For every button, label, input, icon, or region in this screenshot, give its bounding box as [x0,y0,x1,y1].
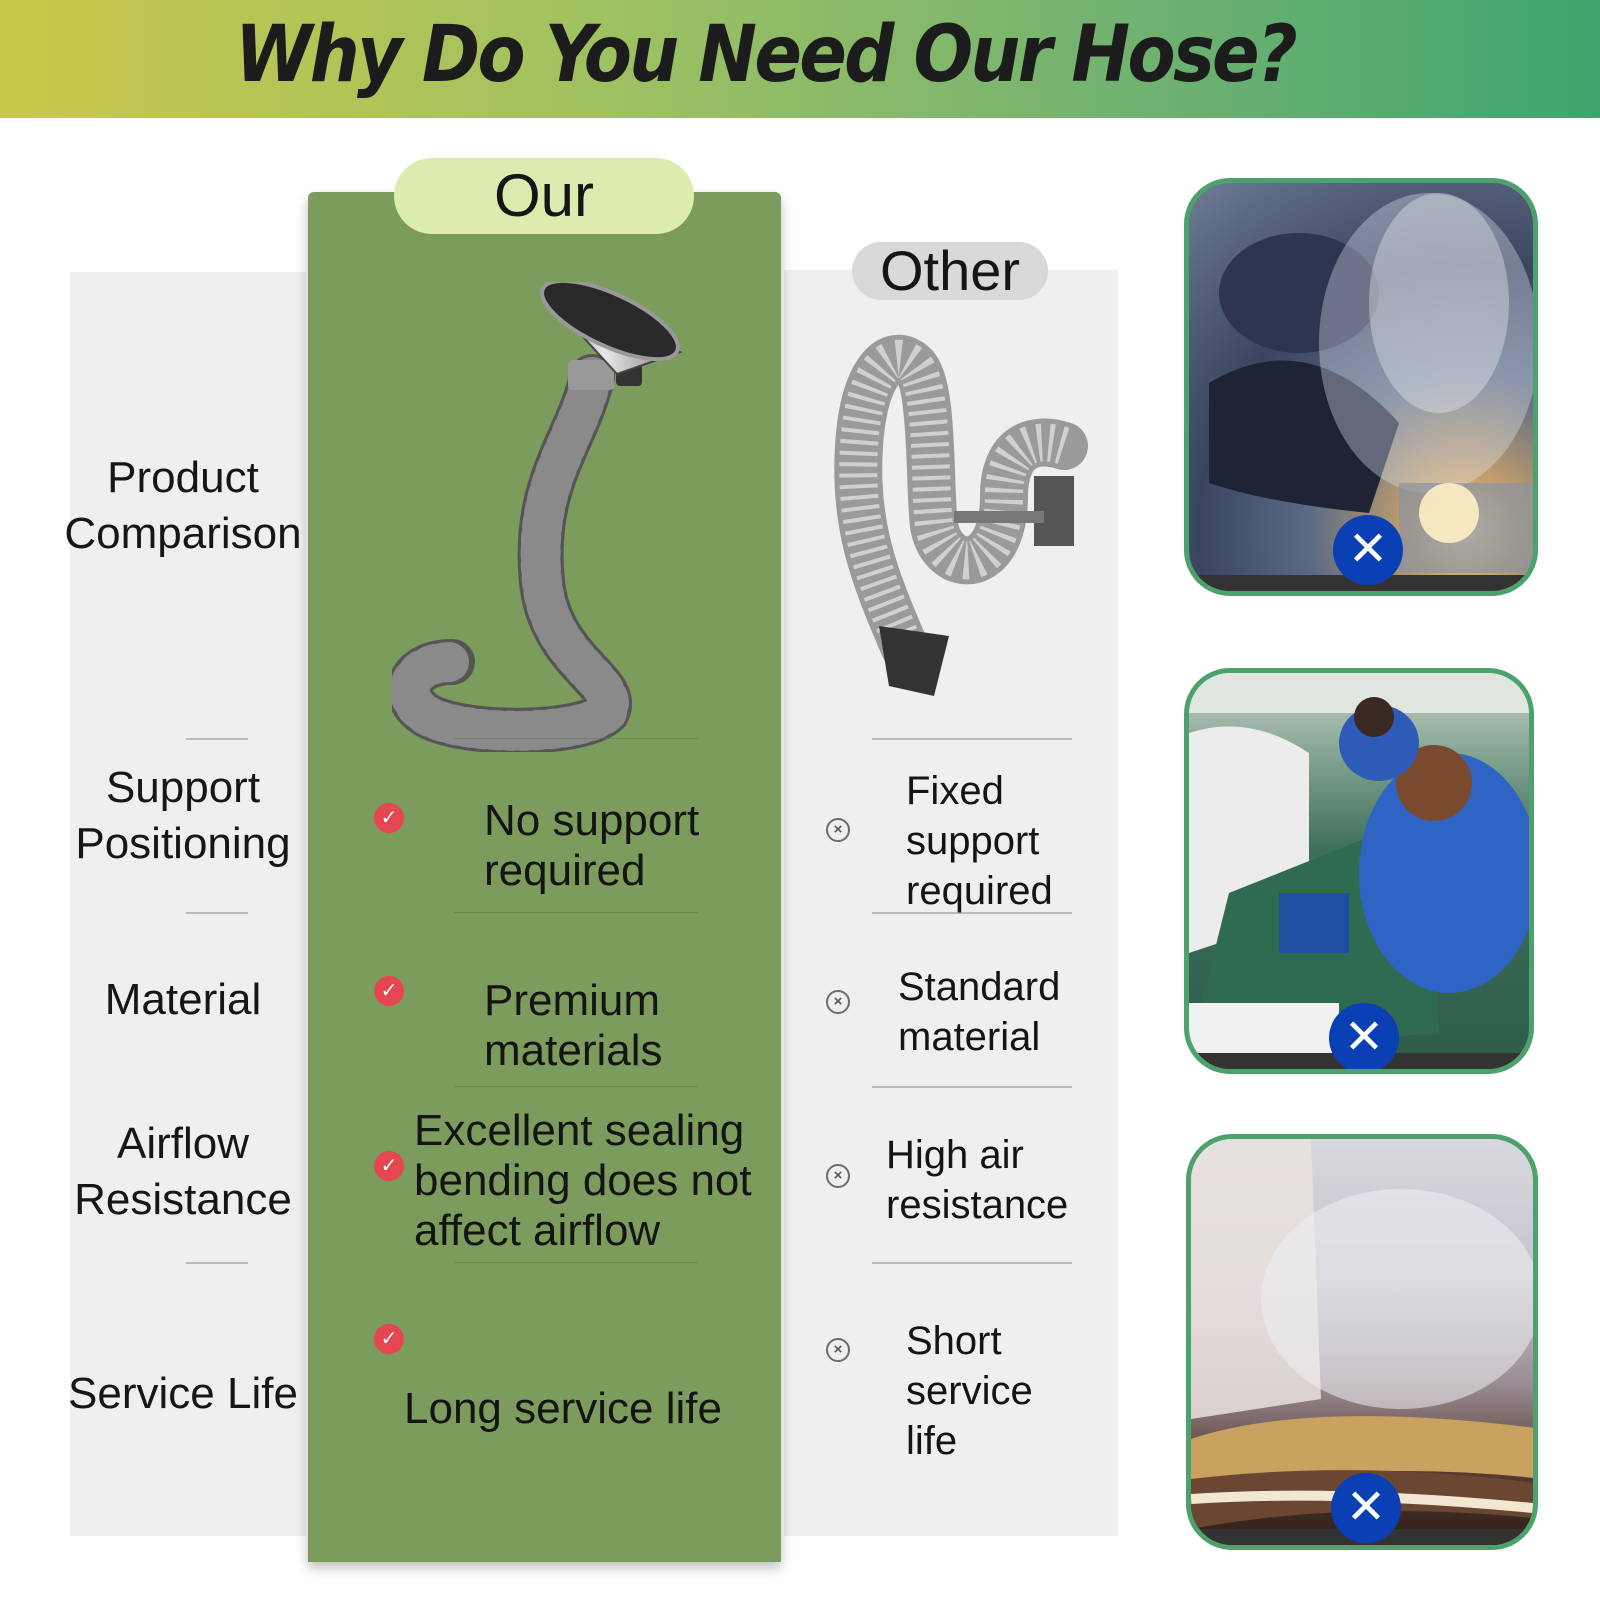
divider [872,1262,1072,1264]
our-column-tab: Our [394,158,694,234]
row-label-support-positioning: Support Positioning [75,763,291,868]
x-circle-icon: × [826,1338,850,1362]
close-icon: ✕ [1329,1003,1399,1069]
factory-workers-photo: ✕ [1184,668,1534,1074]
x-circle-icon: × [826,990,850,1014]
divider [872,912,1072,914]
welding-fumes-photo: ✕ [1184,178,1538,596]
divider [454,1262,698,1263]
our-support-text: No support required [484,796,700,895]
other-hose-image [834,334,1088,696]
our-material-text: Premium materials [484,976,663,1075]
label-column [70,272,306,1536]
check-circle-icon: ✓ [374,976,404,1006]
divider [454,912,698,913]
other-airflow-text: High air resistance [886,1133,1069,1227]
row-label-service-life: Service Life [68,1369,298,1418]
divider [186,738,248,740]
divider [186,912,248,914]
smoke-photo: ✕ [1186,1134,1538,1550]
divider [454,738,698,739]
other-column-tab: Other [852,242,1048,300]
divider [872,738,1072,740]
our-airflow-text: Excellent sealing bending does not affec… [414,1106,752,1255]
divider [872,1086,1072,1088]
row-label-material: Material [104,975,262,1024]
row-label-product-comparison: Product Comparison [64,453,302,558]
other-material-text: Standard material [898,965,1061,1059]
x-circle-icon: × [826,1164,850,1188]
close-icon: ✕ [1331,1473,1401,1543]
divider [454,1086,698,1087]
x-circle-icon: × [826,818,850,842]
check-circle-icon: ✓ [374,803,404,833]
close-icon: ✕ [1333,515,1403,585]
other-service-life-text: Short service life [906,1319,1033,1463]
check-circle-icon: ✓ [374,1324,404,1354]
divider [186,1262,248,1264]
our-service-life-text: Long service life [404,1384,722,1433]
row-label-airflow-resistance: Airflow Resistance [74,1119,292,1224]
our-hose-image [392,282,683,752]
check-circle-icon: ✓ [374,1151,404,1181]
page-title: Why Do You Need Our Hose? [235,10,1298,100]
other-support-text: Fixed support required [906,769,1053,913]
header-banner: Why Do You Need Our Hose? [0,0,1600,118]
